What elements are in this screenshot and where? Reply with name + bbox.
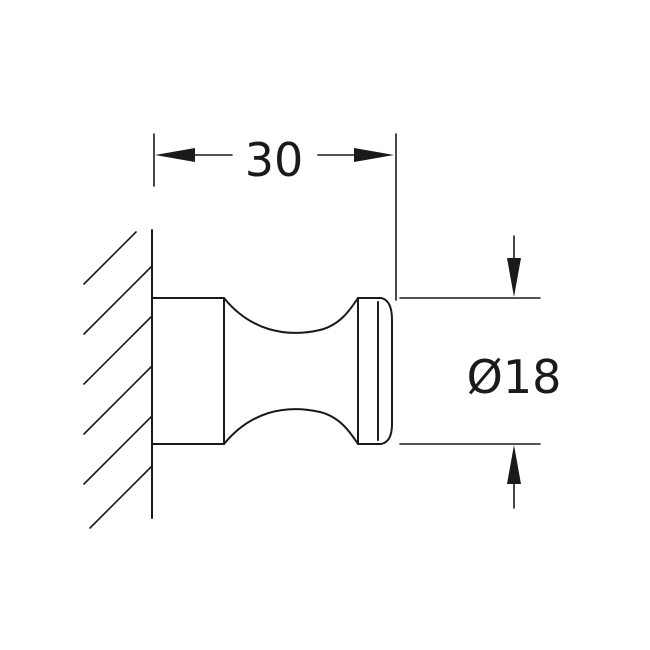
length-label: 30 xyxy=(245,133,304,187)
hook-head xyxy=(357,297,393,445)
hook-base-plate xyxy=(151,297,225,445)
arrowhead-up xyxy=(507,445,521,484)
hook-neck xyxy=(223,297,359,445)
wall-hatching xyxy=(83,231,153,529)
arrowhead-down xyxy=(507,258,521,297)
length-dimension: 30 xyxy=(153,133,397,301)
arrowhead-left xyxy=(155,148,195,162)
diameter-dimension: Ø18 xyxy=(399,235,562,509)
arrowhead-right xyxy=(354,148,394,162)
diameter-label: Ø18 xyxy=(467,350,562,404)
